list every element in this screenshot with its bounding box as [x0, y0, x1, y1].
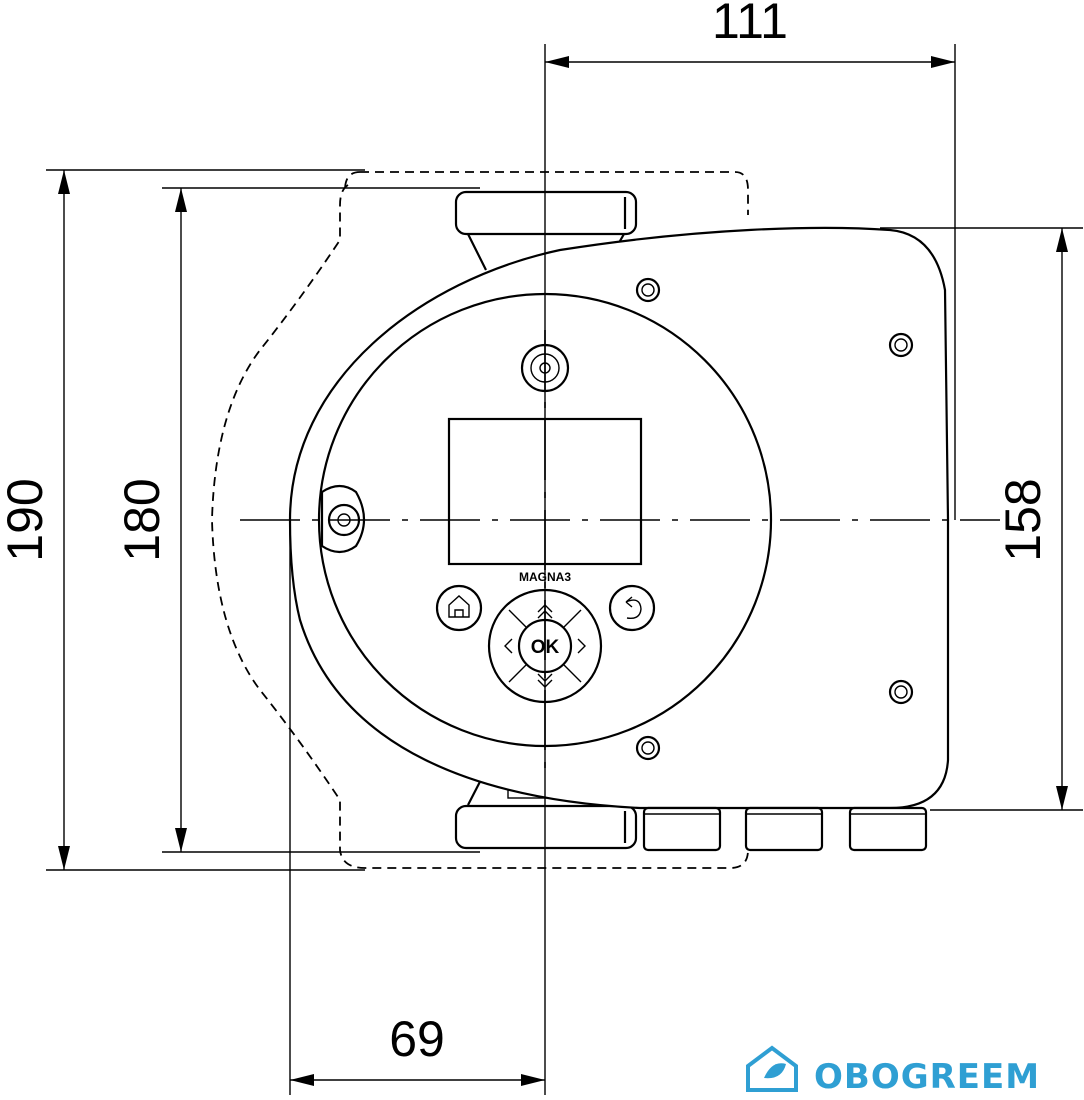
dim-label-111: 111 [712, 0, 788, 49]
watermark-brand: OBOGREEM [814, 1057, 1040, 1097]
house-leaf-icon [746, 1045, 798, 1092]
cable-glands [642, 806, 928, 852]
dim-label-69: 69 [389, 1011, 445, 1067]
back-button [608, 584, 656, 632]
front-cover-notch [320, 484, 366, 554]
housing-outline-dashed [211, 171, 749, 869]
extension-lines [46, 44, 1083, 1095]
watermark-logo: OBOGREEM [746, 1045, 1040, 1097]
dim-label-158: 158 [995, 478, 1051, 561]
dim-label-190: 190 [0, 478, 53, 561]
dim-label-180: 180 [114, 478, 170, 561]
housing-outline-dashed-top-curve [344, 171, 361, 191]
home-button [435, 584, 483, 632]
